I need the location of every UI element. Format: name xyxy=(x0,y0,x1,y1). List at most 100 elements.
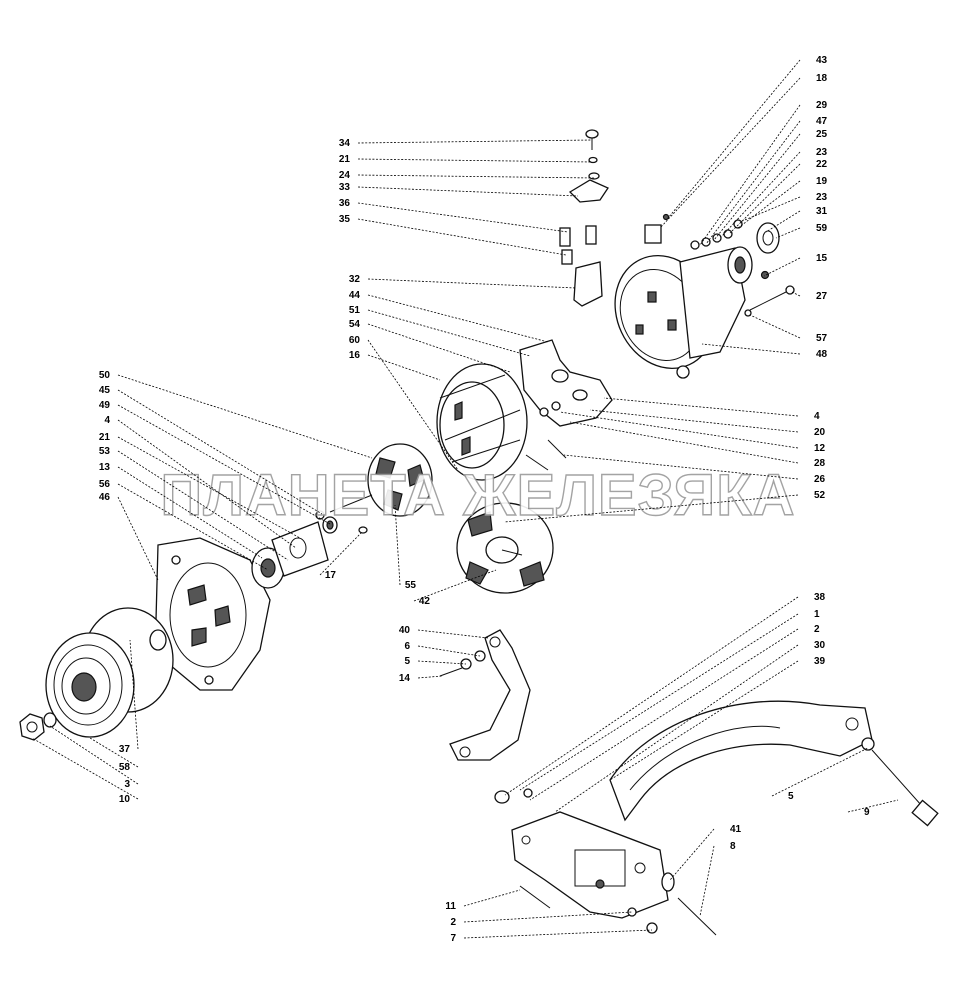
leader-line xyxy=(463,911,633,923)
leader-line xyxy=(559,411,799,449)
callout-number: 31 xyxy=(816,206,828,217)
lower-mounting-bracket xyxy=(494,788,717,936)
callout-number: 44 xyxy=(349,290,361,301)
fan-with-hub xyxy=(456,502,554,594)
callout-number: 51 xyxy=(349,305,361,316)
callout-number: 14 xyxy=(399,673,411,684)
leader-line xyxy=(413,569,497,602)
leader-line xyxy=(667,59,801,219)
leader-line xyxy=(713,133,801,241)
callout-number: 36 xyxy=(339,198,351,209)
leader-line xyxy=(417,660,467,665)
leader-line xyxy=(117,483,269,571)
callout-number: 9 xyxy=(864,807,870,818)
callout-number: 6 xyxy=(404,641,410,652)
callout-number: 39 xyxy=(814,656,826,667)
leader-line xyxy=(367,354,441,381)
leader-line xyxy=(739,196,801,223)
leader-line xyxy=(357,174,595,179)
callout-number: 57 xyxy=(816,333,828,344)
leader-line xyxy=(117,436,301,539)
callout-number: 34 xyxy=(339,138,351,149)
leader-line xyxy=(529,628,799,801)
callout-number: 37 xyxy=(119,744,131,755)
leader-line xyxy=(603,397,799,417)
leader-line xyxy=(394,504,401,586)
callout-number: 54 xyxy=(349,319,361,330)
leader-line xyxy=(765,210,801,233)
leader-line xyxy=(737,180,801,229)
callout-number: 12 xyxy=(814,443,826,454)
leader-line xyxy=(31,737,139,800)
callout-number: 30 xyxy=(814,640,826,651)
callout-number: 38 xyxy=(814,592,826,603)
callout-number: 42 xyxy=(419,596,431,607)
callout-number: 19 xyxy=(816,176,828,187)
upper-bracket xyxy=(439,629,531,761)
leader-line xyxy=(519,613,799,791)
tension-arc-bracket xyxy=(609,700,939,827)
callout-number: 49 xyxy=(99,400,111,411)
callout-number: 23 xyxy=(816,147,828,158)
leader-line xyxy=(367,294,549,343)
callout-number: 32 xyxy=(349,274,361,285)
leader-line xyxy=(357,202,569,233)
leader-line xyxy=(729,163,801,234)
leader-line xyxy=(589,409,799,433)
leader-line xyxy=(89,737,139,768)
leader-line xyxy=(775,227,801,239)
callout-number: 33 xyxy=(339,182,351,193)
leader-line xyxy=(117,450,289,561)
leader-line xyxy=(117,419,297,549)
callout-number: 52 xyxy=(814,490,826,501)
leader-line xyxy=(669,828,715,881)
callout-number: 24 xyxy=(339,170,351,181)
leader-line xyxy=(699,104,801,246)
leader-line xyxy=(504,596,799,796)
leader-line xyxy=(367,339,459,471)
callout-labels: 3421243336354318294725232219233159152757… xyxy=(99,55,870,944)
leader-line xyxy=(463,889,521,907)
callout-number: 16 xyxy=(349,350,361,361)
callout-number: 4 xyxy=(104,415,110,426)
callout-number: 1 xyxy=(814,609,820,620)
leader-line xyxy=(357,218,567,256)
leader-line xyxy=(357,158,593,163)
callout-number: 20 xyxy=(814,427,826,438)
leader-line xyxy=(659,77,801,229)
leader-line xyxy=(699,845,715,917)
pulley-and-fan xyxy=(19,607,174,741)
callout-number: 5 xyxy=(404,656,410,667)
callout-number: 27 xyxy=(816,291,828,302)
callout-number: 26 xyxy=(814,474,826,485)
leader-line xyxy=(367,309,531,357)
callout-number: 48 xyxy=(816,349,828,360)
rectifier xyxy=(519,339,613,471)
leader-line xyxy=(847,799,899,813)
callout-number: 58 xyxy=(119,762,131,773)
brush-holder-parts xyxy=(559,129,609,307)
leader-line xyxy=(417,629,489,639)
callout-number: 5 xyxy=(788,791,794,802)
callout-number: 23 xyxy=(816,192,828,203)
callout-number: 46 xyxy=(99,492,111,503)
leader-line xyxy=(117,374,373,459)
callout-number: 7 xyxy=(450,933,456,944)
callout-number: 25 xyxy=(816,129,828,140)
callout-number: 18 xyxy=(816,73,828,84)
leader-line xyxy=(463,929,653,939)
leader-line xyxy=(791,291,801,297)
callout-number: 2 xyxy=(814,624,820,635)
callout-number: 13 xyxy=(99,462,111,473)
stator xyxy=(436,363,528,481)
callout-number: 59 xyxy=(816,223,828,234)
leader-line xyxy=(771,747,869,797)
leader-line xyxy=(721,151,801,237)
callout-number: 3 xyxy=(124,779,130,790)
watermark-text: ПЛАНЕТА ЖЕЛЕЗЯКА xyxy=(161,463,796,528)
callout-number: 10 xyxy=(119,794,131,805)
leader-line xyxy=(569,421,799,464)
leader-line xyxy=(417,675,443,679)
callout-number: 45 xyxy=(99,385,111,396)
